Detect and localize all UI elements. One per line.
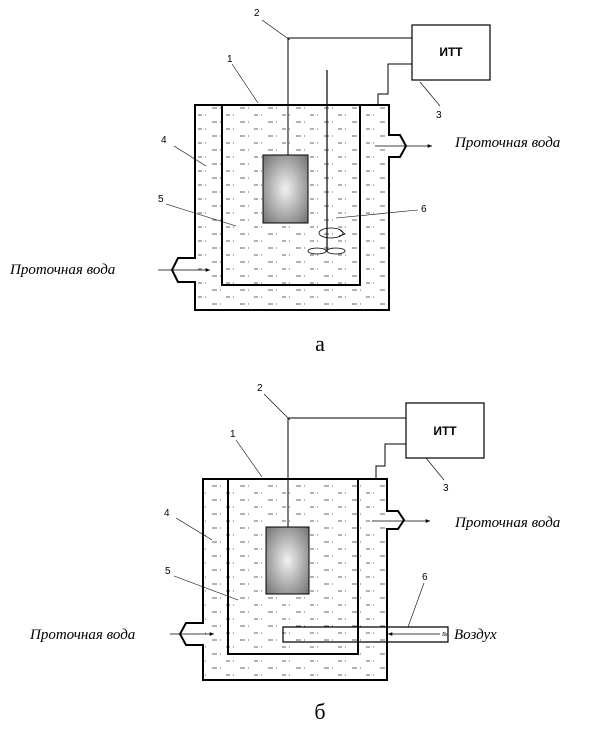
air-tube-b bbox=[282, 626, 449, 643]
callout-1-b: 1 bbox=[230, 429, 236, 440]
callout-3-b: 3 bbox=[443, 483, 449, 494]
wire-3-b bbox=[375, 443, 406, 479]
caption-a: а bbox=[315, 331, 325, 356]
stirrer-blade-right-a bbox=[326, 247, 346, 255]
wire-3-a bbox=[377, 63, 412, 105]
outer-jacket-a bbox=[170, 104, 408, 311]
inner-vessel-b bbox=[227, 478, 359, 655]
itt-label-a: ИТТ bbox=[439, 45, 463, 59]
stirrer-rotation-a bbox=[318, 227, 344, 239]
callout-4-a: 4 bbox=[161, 135, 167, 146]
itt-box-b bbox=[405, 402, 485, 459]
caption-b: б bbox=[314, 699, 325, 724]
water-in-label-b: Проточная вода bbox=[29, 627, 135, 643]
callout-2-b: 2 bbox=[257, 383, 263, 394]
itt-label-b: ИТТ bbox=[433, 424, 457, 438]
itt-box-a bbox=[411, 24, 491, 81]
diagram-b: ИТТ Во Воздух Проточная вода Проточная в… bbox=[29, 383, 560, 724]
air-small-label-b: Во bbox=[442, 632, 449, 638]
callout-6-a: 6 bbox=[421, 204, 427, 215]
callout-4-b: 4 bbox=[164, 508, 170, 519]
sample-block-b bbox=[265, 526, 310, 595]
diagram-a: ИТТ Проточная вода Проточная вода 1 2 3 … bbox=[9, 8, 560, 356]
water-in-label-a: Проточная вода bbox=[9, 262, 115, 278]
callout-5-b: 5 bbox=[165, 566, 171, 577]
wire-2-a bbox=[287, 37, 412, 155]
stirrer-blade-left-a bbox=[307, 247, 327, 255]
callout-3-a: 3 bbox=[436, 110, 442, 121]
sample-block-a bbox=[262, 154, 309, 224]
inner-vessel-a bbox=[221, 104, 361, 286]
outer-jacket-b bbox=[178, 478, 406, 681]
callout-2-a: 2 bbox=[254, 8, 260, 19]
water-out-label-a: Проточная вода bbox=[454, 135, 560, 151]
callout-6-b: 6 bbox=[422, 572, 428, 583]
air-label-b: Воздух bbox=[454, 627, 497, 643]
water-out-label-b: Проточная вода bbox=[454, 515, 560, 531]
callout-5-a: 5 bbox=[158, 194, 164, 205]
callout-1-a: 1 bbox=[227, 54, 233, 65]
